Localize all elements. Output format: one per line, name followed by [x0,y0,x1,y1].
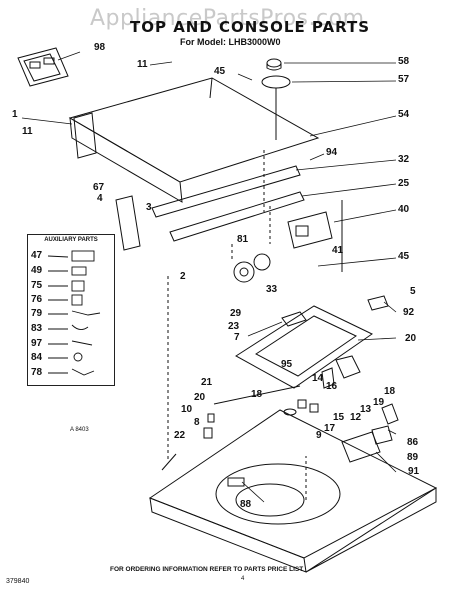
part-86-switch [371,403,399,445]
callout-18: 18 [384,386,396,397]
callout-2: 2 [180,271,186,282]
part-91-block [341,431,381,463]
part-40-timer [287,211,333,249]
callout-1: 1 [12,109,18,120]
part-98-panel [17,47,69,87]
mark: 4 [241,576,245,582]
aux-callout: 84 [31,352,43,363]
callout-89: 89 [407,452,419,463]
callout-86: 86 [407,437,419,448]
part-33-switch [233,253,271,283]
callout-22: 22 [174,430,186,441]
callout-88: 88 [240,499,252,510]
aux-callout: 97 [31,338,43,349]
part-32-rail [151,165,305,242]
callout-81: 81 [237,234,249,245]
part-67-bracket [115,195,141,251]
part-13-cam [283,399,319,416]
callout-12: 12 [350,412,362,423]
callout-25: 25 [398,178,410,189]
aux-callout: 83 [31,323,43,334]
part-92-switch [367,295,389,311]
part-57-dial [261,75,291,89]
callout-21: 21 [201,377,213,388]
callout-33: 33 [266,284,278,295]
part-7-lid [235,305,373,389]
callout-41: 41 [332,245,344,256]
aux-callout: 79 [31,308,43,319]
part-88-top [148,409,438,573]
drawing-code: A 8403 [70,427,89,433]
callout-5: 5 [410,286,416,297]
callout-15: 15 [333,412,345,423]
callout-8: 8 [194,417,200,428]
aux-callout: 78 [31,367,43,378]
callout-18: 18 [251,389,263,400]
aux-callout: 75 [31,280,43,291]
callout-29: 29 [230,308,242,319]
callout-10: 10 [181,404,193,415]
aux-callout: 49 [31,265,43,276]
callout-45: 45 [398,251,410,262]
auxiliary-parts-title: AUXILIARY PARTS [44,237,98,243]
callout-58: 58 [398,56,410,67]
callout-23: 23 [228,321,240,332]
part-58-knob [266,58,282,71]
aux-callout: 76 [31,294,43,305]
part-1-endcap [73,112,97,159]
callout-32: 32 [398,154,410,165]
callout-20: 20 [194,392,206,403]
callout-17: 17 [324,423,336,434]
ordering-note: FOR ORDERING INFORMATION REFER TO PARTS … [110,566,304,573]
watermark: AppliancePartsPros.com [90,6,365,31]
part-54-console [68,77,320,203]
callout-11: 11 [137,59,148,70]
aux-callout: 47 [31,250,43,261]
auxiliary-parts-drawings [47,250,101,376]
callout-19: 19 [373,397,385,408]
callout-40: 40 [398,204,410,215]
callout-14: 14 [312,373,324,384]
callout-45: 45 [214,66,226,77]
callout-92: 92 [403,307,415,318]
callout-3: 3 [146,202,152,213]
part-10-hinge [207,413,215,423]
callout-95: 95 [281,359,293,370]
callout-9: 9 [316,430,322,441]
auxiliary-parts-box: AUXILIARY PARTS 47 49 75 76 79 83 97 84 … [27,234,115,386]
callout-4: 4 [97,193,103,204]
callout-13: 13 [360,404,372,415]
callout-57: 57 [398,74,410,85]
callout-94: 94 [326,147,338,158]
callout-20: 20 [405,333,417,344]
callout-16: 16 [326,381,338,392]
page-code: 379840 [6,578,30,585]
callout-67: 67 [93,182,105,193]
model-line: For Model: LHB3000W0 [180,37,281,47]
part-8-hinge [203,427,213,439]
callout-98: 98 [94,42,106,53]
diagram-title: TOP AND CONSOLE PARTS [130,18,371,36]
callout-11: 11 [22,126,33,137]
callout-91: 91 [408,466,420,477]
callout-54: 54 [398,109,410,120]
part-14-latch [321,355,361,389]
callout-7: 7 [234,332,240,343]
